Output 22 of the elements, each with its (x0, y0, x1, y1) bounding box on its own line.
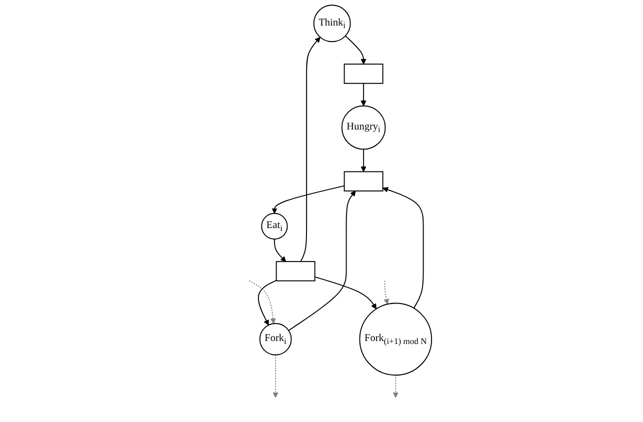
node-circle: Eat$_{i}$ (260, 212, 288, 240)
arrow (360, 148, 366, 172)
arrow (271, 185, 344, 214)
arrow (300, 36, 320, 262)
arrow (288, 190, 356, 331)
arrow (272, 354, 278, 398)
arrow (258, 280, 276, 326)
arrow (344, 35, 366, 64)
node-circle: Fork$_{i}$ (259, 323, 292, 356)
node-circle: Fork$_{(i+1) mod N}$ (358, 302, 432, 376)
arrow (392, 374, 398, 398)
arrow (383, 280, 389, 304)
arrow (382, 187, 424, 309)
node-bar (275, 261, 315, 282)
node-circle: Think$_{i}$ (312, 4, 350, 42)
node-bar (343, 64, 383, 84)
node-bar (343, 171, 383, 192)
arrow (274, 238, 286, 262)
arrow (248, 280, 276, 324)
arrow (314, 276, 376, 310)
arrow (360, 82, 366, 106)
node-circle: Hungry$_{i}$ (341, 105, 386, 150)
